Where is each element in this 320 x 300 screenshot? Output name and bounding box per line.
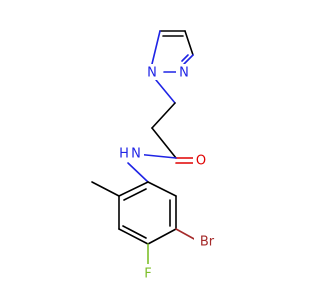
- bond-n1-ch2: [155, 79, 176, 104]
- bond-c5-n-double: [181, 54, 189, 62]
- label-bg-o: [193, 151, 209, 169]
- substituents: [91, 181, 197, 270]
- structure-drawing: N N H N O Br F: [91, 30, 220, 282]
- bond-c4-c5-double: [122, 225, 147, 239]
- bond-c4-c5: [118, 228, 149, 245]
- propanamide-chain: [135, 79, 194, 164]
- bond-c4-c5: [184, 30, 194, 56]
- bond-c3-c4: [147, 228, 177, 245]
- atom-amide-h: H: [119, 147, 129, 162]
- atom-n-pyrazole-n1: N: [147, 66, 157, 81]
- atom-labels: N N H N O Br F: [119, 64, 220, 282]
- label-bg-n2: [176, 64, 192, 80]
- label-bg-f: [140, 264, 156, 282]
- atom-carbonyl-o: O: [196, 154, 206, 169]
- bond-ch2-co: [151, 127, 177, 159]
- label-bg-amide-n: [120, 144, 144, 162]
- atom-bromine: Br: [200, 235, 215, 250]
- bond-c6-c1: [118, 181, 149, 197]
- phenyl-ring: [118, 162, 177, 245]
- atom-n-pyrazole-n2: N: [179, 66, 189, 81]
- atom-fluorine: F: [144, 267, 151, 282]
- pyrazole-ring: [151, 30, 194, 73]
- bond-ch2-ch2: [151, 102, 176, 129]
- bond-c1-c2: [147, 181, 177, 197]
- label-bg-n1: [144, 64, 160, 80]
- label-bg-br: [194, 232, 220, 250]
- bond-methyl: [91, 181, 120, 197]
- molecule-diagram: N N H N O Br F: [91, 30, 220, 282]
- atom-amide-n: N: [131, 147, 141, 162]
- bond-c5-n: [183, 54, 194, 65]
- bond-br: [175, 228, 197, 241]
- bond-n1-c3: [151, 30, 161, 65]
- bond-nh-c1: [127, 162, 149, 183]
- bond-c6-c1-double: [123, 188, 147, 201]
